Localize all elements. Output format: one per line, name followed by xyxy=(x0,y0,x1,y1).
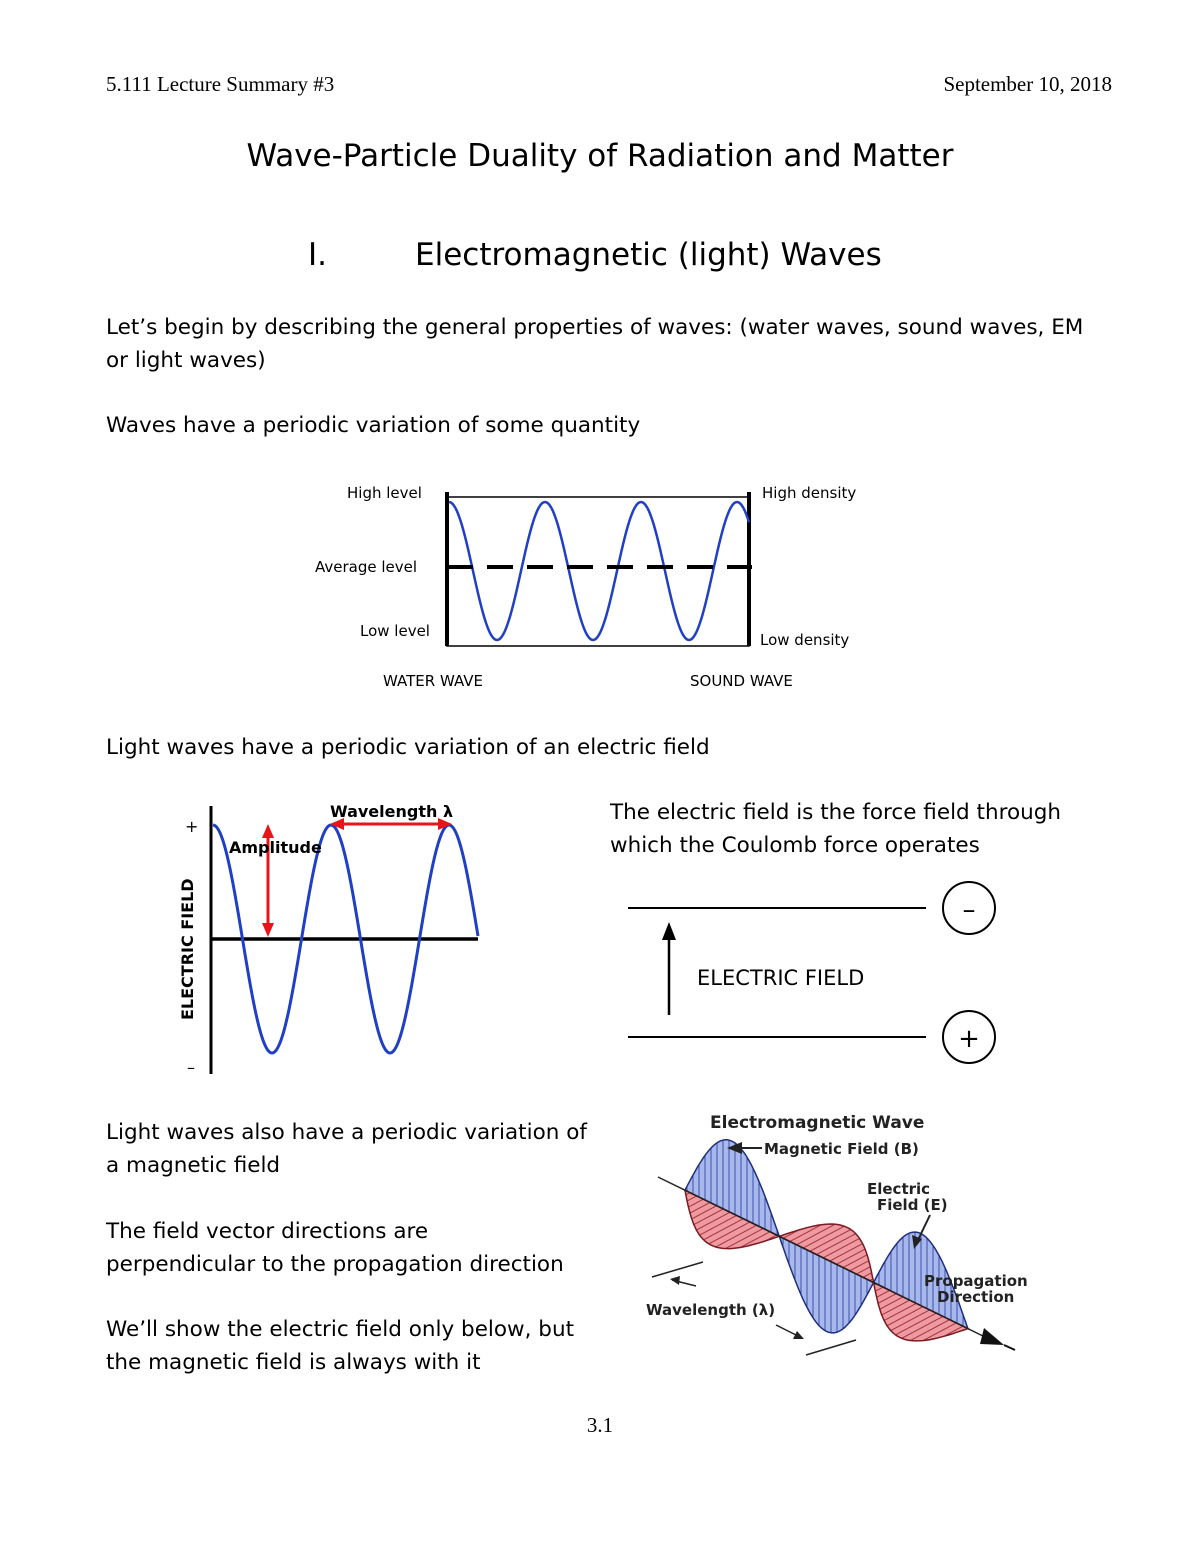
intro-line-2: or light waves) xyxy=(106,348,266,373)
date-header: September 10, 2018 xyxy=(943,72,1112,96)
section-heading: Electromagnetic (light) Waves xyxy=(415,237,882,273)
wavelength-tick-left xyxy=(651,1261,704,1278)
magnetic-lobe xyxy=(683,1139,781,1238)
wavelength-arrowhead-right xyxy=(438,818,452,830)
course-header: 5.111 Lecture Summary #3 xyxy=(106,72,335,96)
page-title: Wave-Particle Duality of Radiation and M… xyxy=(246,138,954,174)
negative-charge-sign: – xyxy=(963,895,976,925)
periodic-text: Waves have a periodic variation of some … xyxy=(106,413,641,438)
magnetic-line-2: a magnetic field xyxy=(106,1153,281,1178)
negative-charge-circle xyxy=(942,881,996,935)
propagation-label-line2: Direction xyxy=(937,1288,1014,1306)
electric-callout-arrowhead xyxy=(912,1235,922,1249)
em-wave-title: Electromagnetic Wave xyxy=(710,1113,924,1133)
electric-field-label-line1: Electric xyxy=(867,1180,930,1198)
wave-diagram: High level Average level Low level High … xyxy=(315,484,856,690)
electric-field-graph: Wavelength λ Amplitude + – ELECTRIC FIEL… xyxy=(178,802,480,1077)
propagation-arrowhead xyxy=(980,1328,1004,1345)
amplitude-arrowhead-down xyxy=(262,923,274,937)
electric-field-wave xyxy=(212,823,480,1055)
minus-label: – xyxy=(187,1058,195,1077)
high-level-label: High level xyxy=(347,484,422,502)
show-field-line-1: We’ll show the electric field only below… xyxy=(106,1317,575,1342)
electric-field-wave xyxy=(683,1188,970,1342)
electric-field-axis-label: ELECTRIC FIELD xyxy=(178,878,197,1020)
wavelength-tick-right xyxy=(805,1339,857,1356)
positive-charge-circle xyxy=(942,1010,996,1064)
page-number: 3.1 xyxy=(586,1413,614,1437)
em-wavelength-label: Wavelength (λ) xyxy=(646,1301,775,1319)
magnetic-lobe xyxy=(778,1234,875,1334)
plates-diagram: – + ELECTRIC FIELD xyxy=(628,881,996,1064)
water-wave-label: WATER WAVE xyxy=(383,672,483,690)
propagation-label-line1: Propagation xyxy=(924,1272,1028,1290)
wavelength-arrowhead-left xyxy=(670,1276,680,1285)
intro-line-1: Let’s begin by describing the general pr… xyxy=(106,315,1084,340)
electric-lobe xyxy=(872,1281,970,1342)
magnetic-line-1: Light waves also have a periodic variati… xyxy=(106,1120,587,1145)
perpendicular-line-1: The field vector directions are xyxy=(106,1219,429,1244)
high-density-label: High density xyxy=(762,484,856,502)
em-wave-diagram: Electromagnetic Wave Magnetic Field (B) … xyxy=(646,1113,1028,1356)
propagation-axis xyxy=(657,1176,986,1338)
plates-field-label: ELECTRIC FIELD xyxy=(697,966,864,990)
magnetic-callout-arrowhead xyxy=(727,1142,742,1154)
magnetic-field-label: Magnetic Field (B) xyxy=(764,1140,919,1158)
perpendicular-line-2: perpendicular to the propagation directi… xyxy=(106,1252,564,1277)
section-number: I. xyxy=(308,237,327,273)
sound-wave-label: SOUND WAVE xyxy=(690,672,793,690)
magnetic-lobe xyxy=(872,1231,970,1331)
electric-lobe xyxy=(777,1223,875,1284)
show-field-line-2: the magnetic field is always with it xyxy=(106,1350,481,1375)
wave-diagram-box xyxy=(446,496,750,647)
low-density-label: Low density xyxy=(760,631,849,649)
light-electric-text: Light waves have a periodic variation of… xyxy=(106,735,710,760)
plus-label: + xyxy=(185,817,198,836)
average-level-label: Average level xyxy=(315,558,417,576)
positive-charge-sign: + xyxy=(958,1024,980,1054)
electric-lobe xyxy=(683,1188,782,1250)
amplitude-label: Amplitude xyxy=(229,838,322,857)
propagation-arrow-tip xyxy=(1003,1344,1016,1351)
wavelength-label: Wavelength λ xyxy=(330,802,453,821)
low-level-label: Low level xyxy=(360,622,430,640)
coulomb-line-1: The electric field is the force field th… xyxy=(610,800,1061,825)
magnetic-field-wave xyxy=(683,1139,970,1334)
field-arrow-head xyxy=(662,922,676,940)
amplitude-arrowhead-up xyxy=(262,824,274,838)
wavelength-arrowhead-left xyxy=(330,818,344,830)
electric-field-label-line2: Field (E) xyxy=(877,1196,948,1214)
wavelength-arrowhead-right xyxy=(793,1331,804,1339)
coulomb-line-2: which the Coulomb force operates xyxy=(610,833,980,858)
electric-callout-line xyxy=(917,1214,931,1241)
periodic-wave-curve xyxy=(448,500,751,642)
